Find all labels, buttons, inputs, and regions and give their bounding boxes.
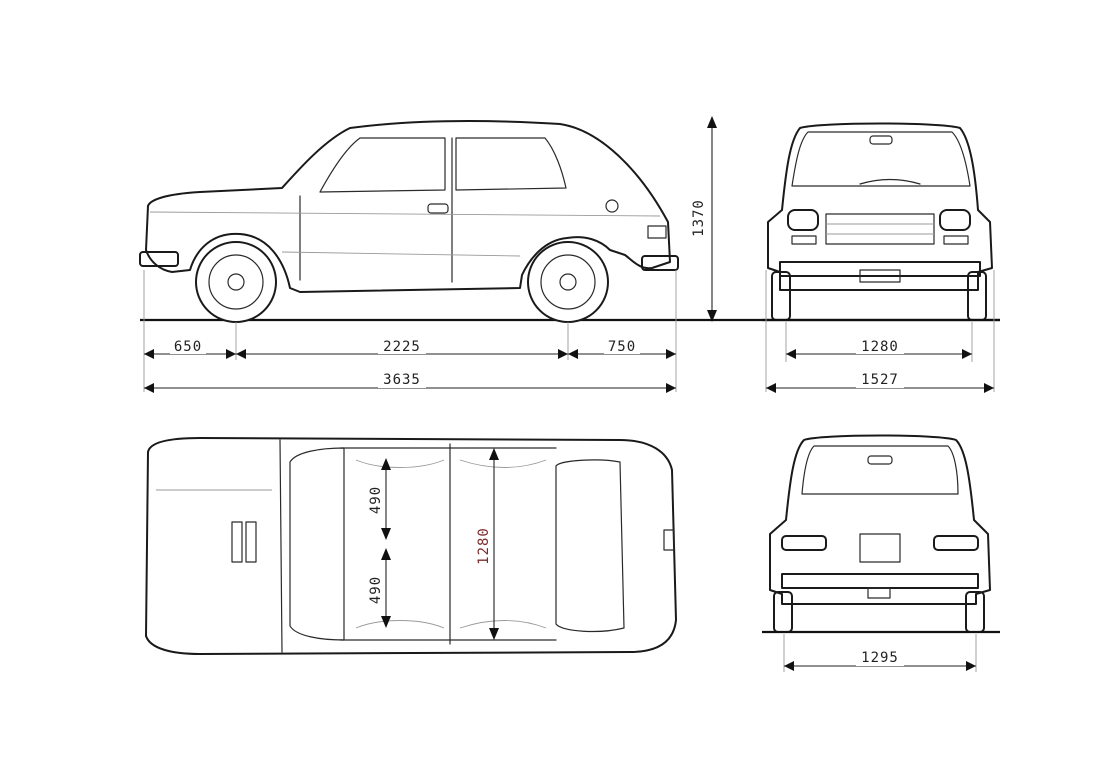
rear-mirror [867, 455, 893, 465]
rear-track-dimension: 1295 [784, 650, 976, 671]
front-body-outline [767, 122, 993, 291]
seat-outline-front [355, 459, 445, 629]
wheelbase-dimension-row: 650 2225 750 [144, 338, 676, 359]
top-view: 490 490 1280 [145, 437, 677, 655]
rear-body-outline [769, 434, 991, 605]
overall-width-label: 1527 [861, 372, 899, 388]
right-headlamp [939, 209, 971, 231]
front-wheel [195, 241, 277, 323]
roof-edges [339, 447, 557, 641]
rear-track-label: 1295 [861, 650, 899, 666]
front-seat-depth-label: 490 [368, 486, 384, 514]
height-label: 1370 [691, 199, 707, 237]
seat-outline-rear [459, 459, 547, 629]
height-dimension: 1370 [691, 116, 717, 322]
interior-width-dimension: 1280 [476, 448, 499, 640]
rear-plate [859, 533, 901, 563]
rear-window-top [555, 459, 625, 633]
overall-length-label: 3635 [383, 372, 421, 388]
overall-length-dimension: 3635 [144, 372, 676, 393]
windscreen-top [289, 447, 345, 641]
front-bumper-face [779, 261, 981, 277]
bonnet-vents [231, 521, 257, 563]
beltline [149, 211, 661, 217]
rear-side-window [455, 137, 567, 191]
right-indicator [943, 235, 969, 245]
left-indicator [791, 235, 817, 245]
front-track-dimension: 1280 [786, 338, 972, 359]
sill-line [281, 251, 521, 257]
front-track-label: 1280 [861, 339, 899, 355]
rear-seat-dimension: 490 [368, 548, 391, 628]
rear-wheel [527, 241, 609, 323]
tail-lamp [647, 225, 667, 239]
front-view: 1280 1527 [762, 122, 1000, 393]
left-tail-lamp [781, 535, 827, 551]
interior-width-label: 1280 [476, 527, 492, 565]
overall-width-dimension: 1527 [766, 372, 994, 393]
left-headlamp [787, 209, 819, 231]
rear-overhang-label: 750 [608, 339, 636, 355]
front-plate [859, 269, 901, 283]
rear-view: 1295 [762, 434, 1000, 672]
wiper [859, 178, 921, 185]
right-tail-lamp [933, 535, 979, 551]
side-body-outline [145, 119, 671, 293]
front-bumper [139, 251, 179, 267]
fuel-cap [605, 199, 619, 213]
grille [825, 213, 935, 245]
windscreen [791, 131, 971, 187]
bonnet-line [279, 439, 283, 653]
exhaust [867, 587, 891, 599]
mirror [869, 135, 893, 145]
side-view: 1370 650 2225 750 3635 [139, 116, 1000, 393]
front-side-window [319, 137, 446, 193]
rear-bumper-face [781, 573, 979, 589]
rear-bumper [641, 255, 679, 271]
top-body-outline [145, 437, 677, 655]
wheelbase-label: 2225 [383, 339, 421, 355]
rear-seat-depth-label: 490 [368, 576, 384, 604]
rear-latch [663, 529, 675, 551]
door-handle [427, 203, 449, 214]
front-seat-dimension: 490 [368, 458, 391, 540]
rear-screen [801, 445, 959, 495]
front-overhang-label: 650 [174, 339, 202, 355]
